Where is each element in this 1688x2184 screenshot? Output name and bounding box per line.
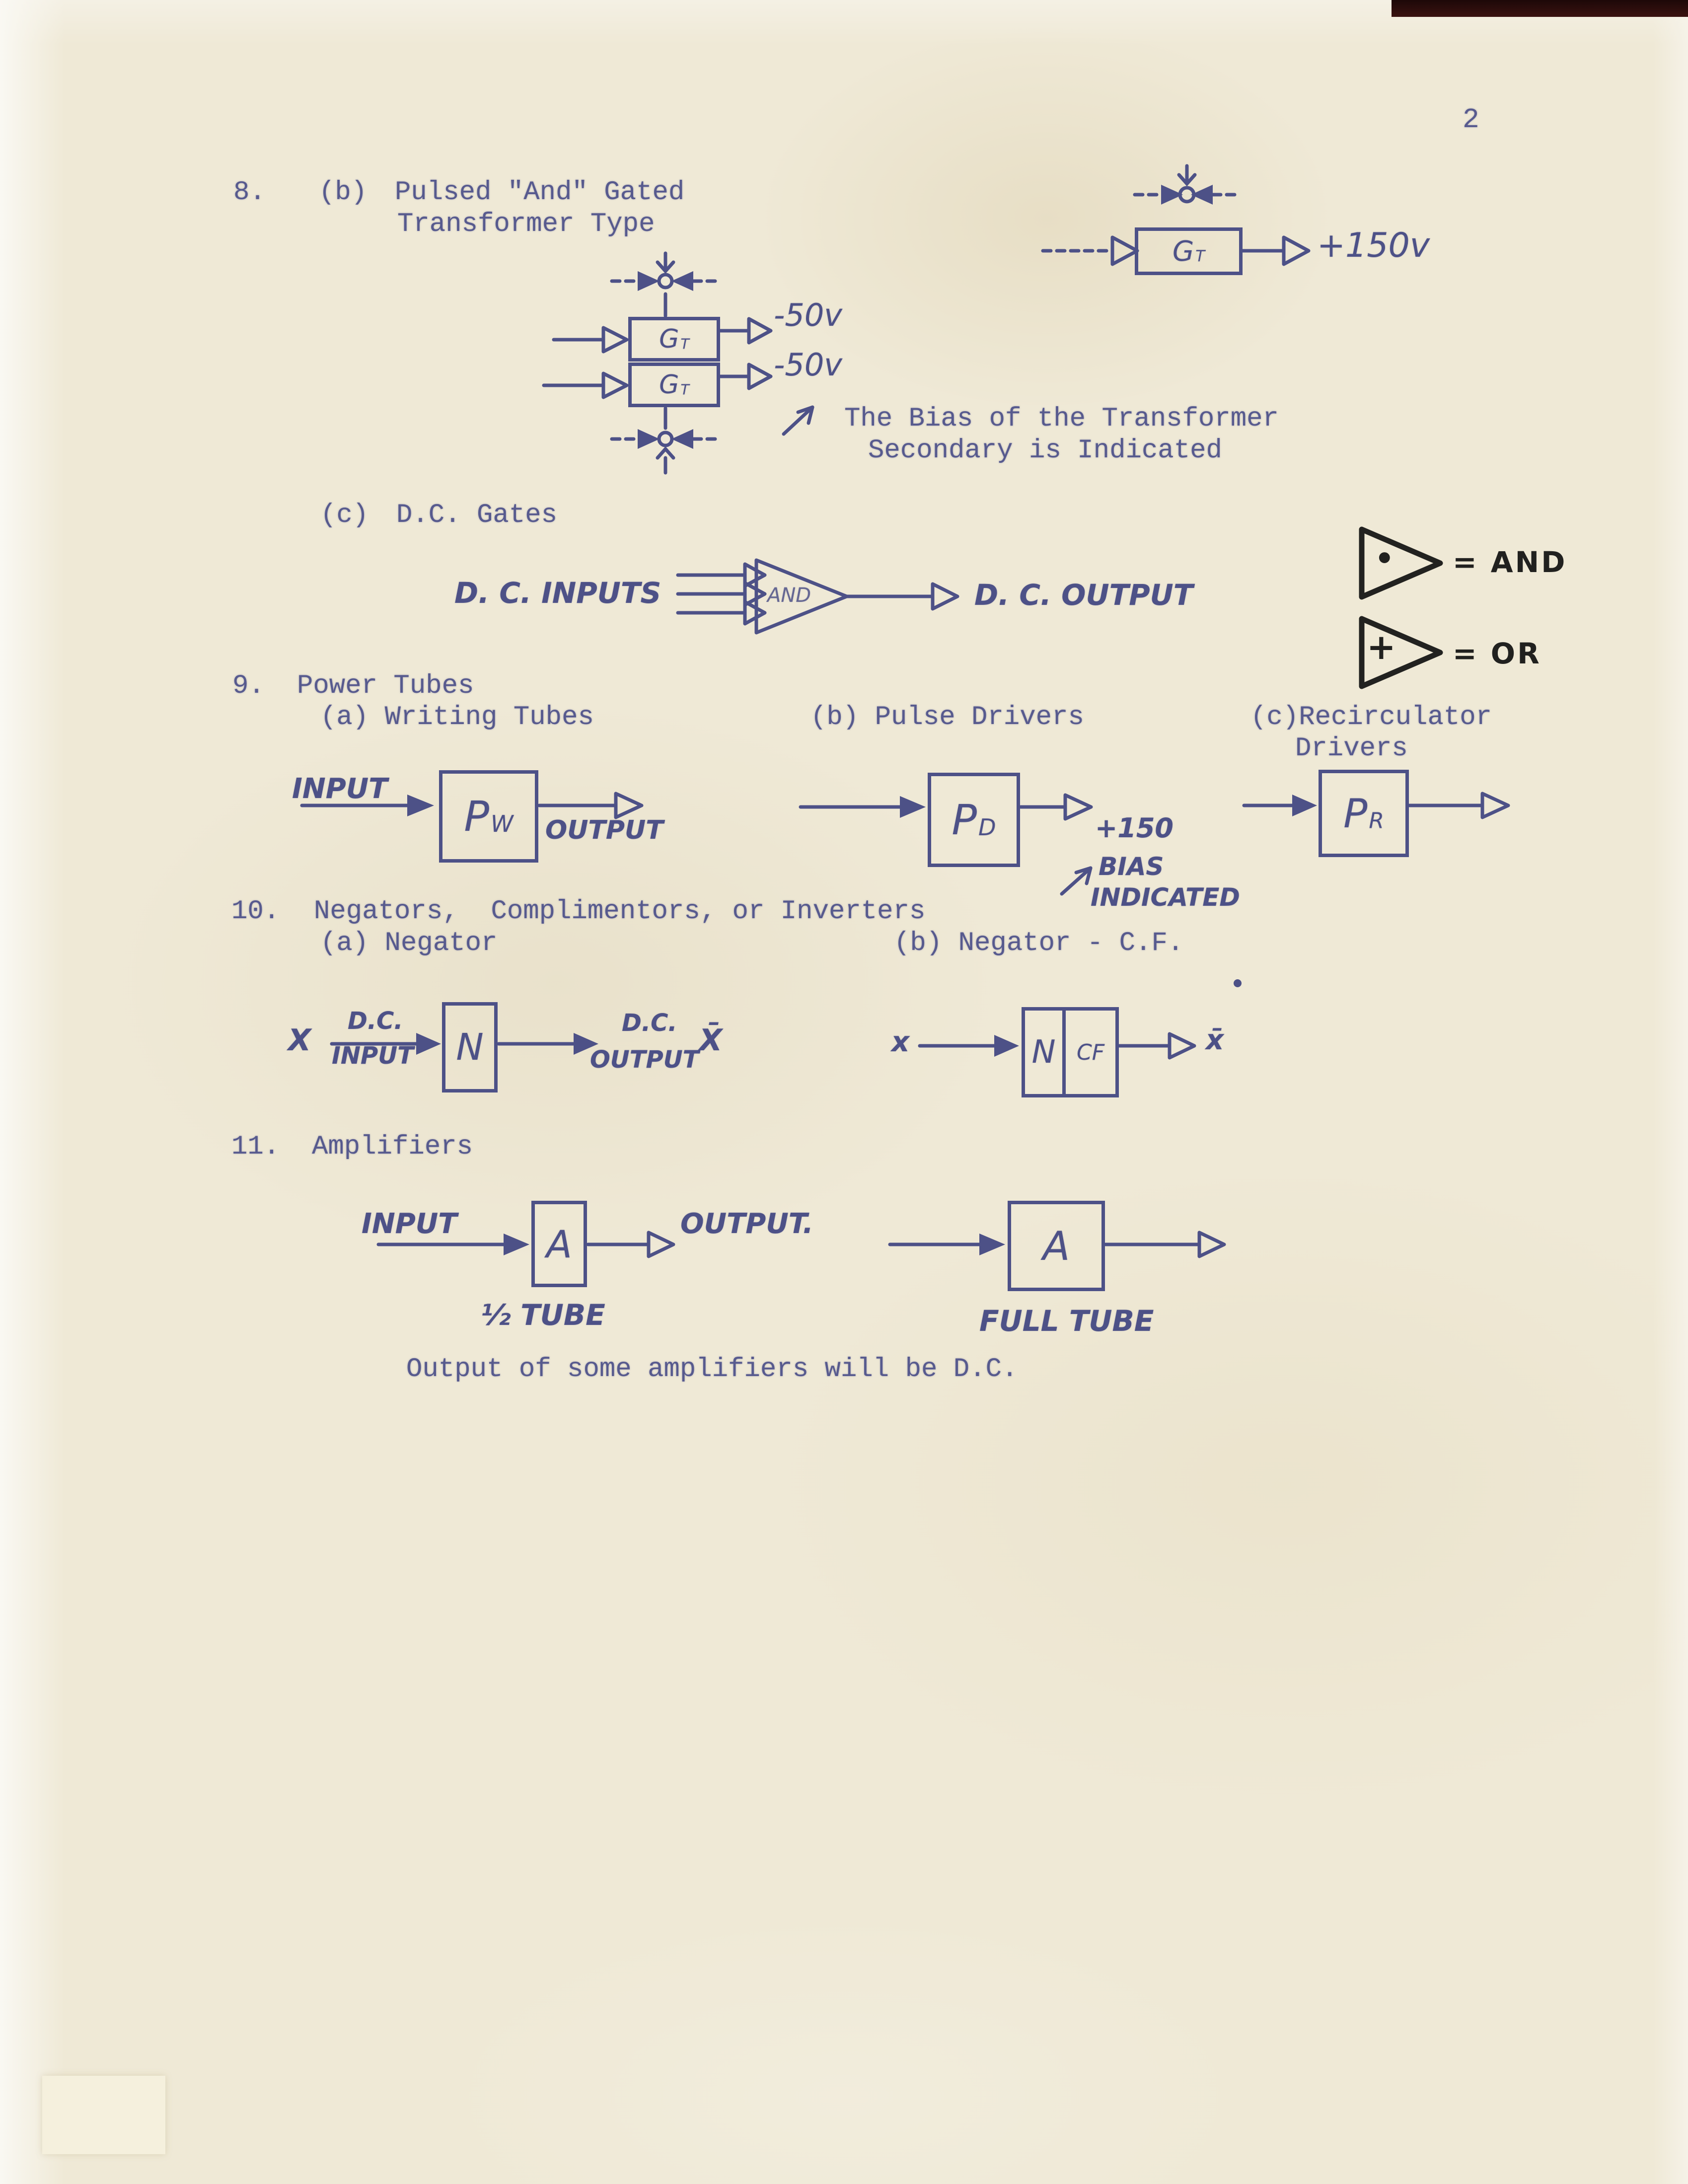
amplifier-footnote: Output of some amplifiers will be D.C. [406, 1354, 1018, 1384]
section-9-title: Power Tubes [297, 671, 474, 701]
negator-cf-lines [918, 979, 1242, 1060]
writing-output-label: OUTPUT [545, 815, 663, 845]
negator-input-label-line1: D.C. [348, 1007, 403, 1035]
section-10-number: 10. [231, 896, 280, 927]
amp-output-label: OUTPUT. [680, 1208, 813, 1240]
section-11-title: Amplifiers [312, 1132, 473, 1162]
pw-label-sub: W [490, 810, 514, 838]
dc-gate-lines [676, 558, 959, 635]
recirculator-lines [1242, 792, 1510, 819]
section-10-title: Negators, Complimentors, or Inverters [314, 896, 926, 927]
section-8b-title-line2: Transformer Type [397, 209, 655, 239]
negator-box: N [442, 1002, 498, 1092]
gt-left-output2-label: -50v [774, 347, 842, 383]
section-9b-label: (b) Pulse Drivers [810, 702, 1084, 732]
gt-right-diagram-lines [1041, 164, 1311, 266]
and-gate-label: AND [767, 584, 811, 607]
amp-full-lines [888, 1231, 1226, 1258]
gt-left-diagram-lines [542, 251, 814, 475]
writing-tube-lines [300, 792, 644, 819]
section-9c-label-line1: (c)Recirculator [1250, 702, 1492, 732]
pr-label: P [1343, 790, 1368, 837]
section-8c-label: (c) [320, 500, 369, 530]
negator-output-label-line2: OUTPUT [590, 1046, 699, 1074]
page-number: 2 [1463, 104, 1479, 136]
scan-artifact-light-patch [42, 2076, 165, 2154]
negator-xbar-label: X̄ [699, 1023, 723, 1058]
section-10a-label: (a) Negator [320, 928, 498, 958]
gt2-label-sub: T [680, 381, 689, 398]
negator-cf-box-cf: CF [1076, 1039, 1105, 1065]
negator-cf-xbar-label: x̄ [1206, 1024, 1224, 1056]
section-8c-title: D.C. Gates [396, 500, 558, 530]
negator-cf-box: N CF [1022, 1007, 1119, 1097]
amp-full-box: A [1008, 1201, 1105, 1291]
negator-cf-x-label: x [891, 1026, 910, 1058]
gt1-label: G [659, 324, 679, 354]
gt-left-output1-label: -50v [774, 297, 842, 333]
negator-output-label-line1: D.C. [622, 1009, 677, 1037]
pw-label: P [464, 792, 489, 841]
pd-label: P [952, 796, 977, 844]
legend-and-dot-icon: • [1375, 540, 1394, 577]
pr-label-sub: R [1369, 807, 1384, 833]
section-8b-title-line1: Pulsed "And" Gated [395, 177, 685, 208]
negator-input-label-line2: INPUT [332, 1042, 414, 1070]
amp-half-caption: ½ TUBE [481, 1298, 605, 1332]
negator-lines [330, 1033, 598, 1055]
gt2-label: G [659, 370, 679, 400]
amp-full-caption: FULL TUBE [979, 1304, 1154, 1338]
section-10b-label: (b) Negator - C.F. [894, 928, 1184, 958]
writing-input-label: INPUT [292, 773, 388, 805]
amp-input-label: INPUT [362, 1208, 457, 1240]
bias-note-line1: The Bias of the Transformer [844, 404, 1279, 434]
negator-cf-box-n: N [1025, 1011, 1066, 1094]
amp-full-box-label: A [1042, 1223, 1070, 1269]
gate-legend-shapes [1359, 526, 1443, 689]
legend-and-text: = AND [1453, 545, 1567, 579]
negator-x-label: X [288, 1023, 311, 1058]
amp-half-box-label: A [546, 1222, 572, 1266]
section-9a-label: (a) Writing Tubes [320, 702, 594, 732]
dc-output-label: D. C. OUTPUT [974, 578, 1193, 612]
gt-right-output-label: +150v [1317, 226, 1430, 265]
amp-half-box: A [531, 1201, 587, 1287]
dc-inputs-label: D. C. INPUTS [454, 576, 661, 610]
pulse-bias-label-line1: BIAS [1099, 852, 1164, 881]
section-9-number: 9. [232, 671, 265, 701]
pulse-plus150-label: +150 [1095, 812, 1174, 844]
amp-half-lines [376, 1231, 675, 1258]
section-8b-label: (b) [319, 177, 367, 208]
pd-label-sub: D [978, 814, 996, 841]
scan-artifact-corner-strip [1392, 0, 1688, 17]
section-9c-label-line2: Drivers [1295, 733, 1408, 764]
pulse-bias-label-line2: INDICATED [1091, 883, 1240, 912]
legend-or-plus-icon: + [1367, 627, 1396, 667]
negator-box-label: N [456, 1026, 484, 1069]
gt-box-label: G [1172, 235, 1194, 268]
section-8-number: 8. [233, 177, 266, 208]
legend-or-text: = OR [1453, 637, 1541, 670]
gt1-label-sub: T [680, 335, 689, 353]
gt-box-label-sub: T [1195, 247, 1205, 266]
section-11-number: 11. [231, 1132, 280, 1162]
bias-note-line2: Secondary is Indicated [868, 436, 1222, 466]
pulse-driver-lines [799, 793, 1093, 896]
